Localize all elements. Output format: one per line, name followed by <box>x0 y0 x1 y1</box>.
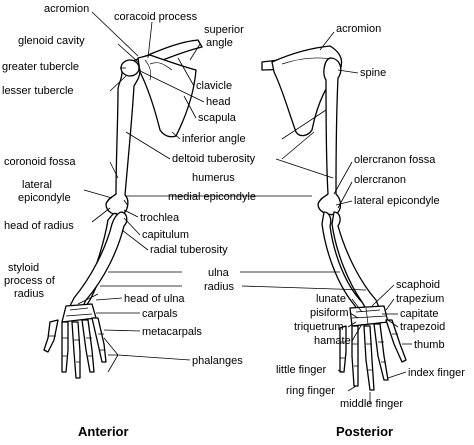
label-olecranon: olercranon <box>354 174 406 186</box>
label-olecranon-fossa: olercranon fossa <box>354 154 436 166</box>
label-carpals: carpals <box>142 308 178 320</box>
radius-bone <box>69 211 128 309</box>
label-clavicle: clavicle <box>196 80 232 92</box>
label-lateral-epicondyle-posterior: lateral epicondyle <box>354 195 440 207</box>
label-lateral-epicondyle-anterior-1: lateral <box>22 179 52 191</box>
label-styloid-2: process of <box>4 275 56 287</box>
label-radial-tuberosity: radial tuberosity <box>150 244 228 256</box>
anterior-hand <box>43 303 107 379</box>
label-little-finger: little finger <box>276 364 326 376</box>
label-trapezoid: trapezoid <box>400 321 445 333</box>
humerus-bone <box>105 62 141 216</box>
label-lateral-epicondyle-anterior-2: epicondyle <box>18 192 71 204</box>
label-head-of-radius: head of radius <box>4 220 74 232</box>
label-index-finger: index finger <box>408 367 465 379</box>
label-radius: radius <box>204 281 234 293</box>
label-trochlea: trochlea <box>140 212 180 224</box>
posterior-hand <box>339 305 407 391</box>
label-styloid-1: styloid <box>8 262 39 274</box>
label-lunate: lunate <box>316 293 346 305</box>
label-medial-epicondyle: medial epicondyle <box>168 191 256 203</box>
label-trapezium: trapezium <box>396 293 444 305</box>
label-head-of-ulna: head of ulna <box>124 293 185 305</box>
label-capitate: capitate <box>400 308 439 320</box>
label-head: head <box>206 96 230 108</box>
label-greater-tubercle: greater tubercle <box>2 61 79 73</box>
label-capitulum: capitulum <box>142 229 189 241</box>
label-phalanges: phalanges <box>192 355 243 367</box>
labels: acromion coracoid process glenoid cavity… <box>2 3 465 439</box>
label-glenoid-cavity: glenoid cavity <box>18 35 85 47</box>
leader-lines <box>77 11 412 404</box>
scapula-bone <box>137 54 197 138</box>
caption-posterior: Posterior <box>336 424 393 439</box>
label-ring-finger: ring finger <box>286 385 335 397</box>
label-superior-angle-2: angle <box>206 37 233 49</box>
label-acromion-anterior: acromion <box>44 3 89 15</box>
label-styloid-3: radius <box>14 288 44 300</box>
posterior-arm <box>261 45 407 391</box>
posterior-radius-bone <box>331 211 381 313</box>
label-humerus: humerus <box>192 172 235 184</box>
label-metacarpals: metacarpals <box>142 326 202 338</box>
label-hamate: hamate <box>314 335 351 347</box>
label-thumb: thumb <box>414 339 445 351</box>
label-superior-angle-1: superior <box>204 24 244 36</box>
caption-anterior: Anterior <box>78 424 129 439</box>
label-ulna: ulna <box>208 267 230 279</box>
label-inferior-angle: inferior angle <box>182 133 246 145</box>
label-triquetrum: triquetrum <box>294 321 344 333</box>
label-deltoid-tuberosity: deltoid tuberosity <box>172 153 256 165</box>
label-scapula: scapula <box>198 112 237 124</box>
label-coracoid-process: coracoid process <box>114 11 198 23</box>
label-acromion-posterior: acromion <box>336 23 381 35</box>
label-middle-finger: middle finger <box>340 398 403 410</box>
posterior-ulna-bone <box>321 211 367 311</box>
label-scaphoid: scaphoid <box>396 279 440 291</box>
label-coronoid-fossa: coronoid fossa <box>4 156 76 168</box>
label-pisiform: pisiform <box>310 307 349 319</box>
anterior-arm <box>43 39 203 379</box>
label-lesser-tubercle: lesser tubercle <box>2 85 74 97</box>
label-spine: spine <box>360 67 386 79</box>
